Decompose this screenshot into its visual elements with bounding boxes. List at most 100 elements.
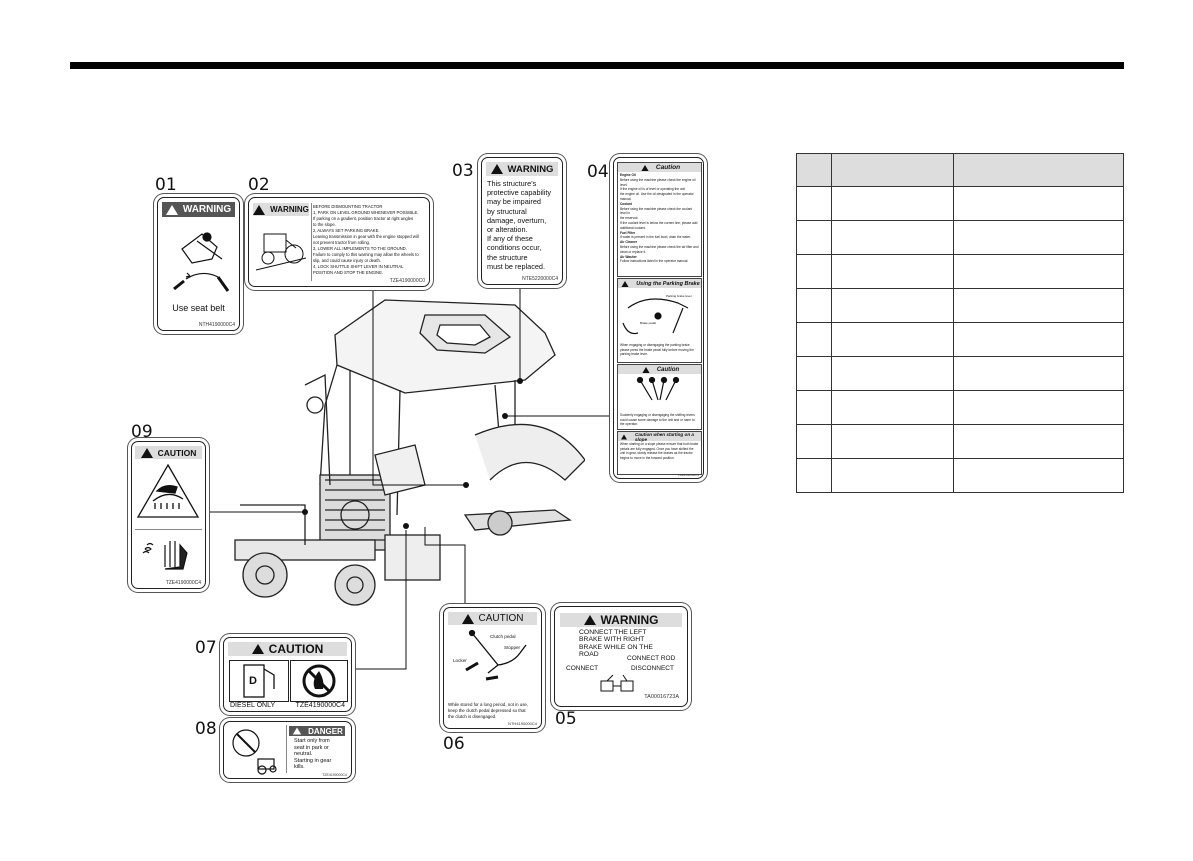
warning-triangle-icon <box>642 366 650 373</box>
table-cell <box>831 356 954 391</box>
table-cell <box>953 390 1124 425</box>
table-row <box>796 322 1124 357</box>
warning-triangle-icon <box>292 727 302 735</box>
table-cell <box>796 254 832 289</box>
table-cell <box>796 186 832 221</box>
decal-06-stopper-label: Stopper <box>504 645 521 650</box>
decal-06-clutch-label: Clutch pedal <box>490 634 516 639</box>
table-row <box>796 356 1124 391</box>
table-cell <box>953 458 1124 493</box>
table-row <box>796 390 1124 425</box>
decal-06-code: NTH4190000C4 <box>508 721 537 726</box>
table-row <box>796 220 1124 255</box>
table-cell <box>796 424 832 459</box>
table-cell <box>953 356 1124 391</box>
decal-06-text: While stored for a long period, not in u… <box>448 702 529 719</box>
table-cell <box>831 424 954 459</box>
shift-lever-icon <box>636 376 680 401</box>
label-table <box>796 153 1124 493</box>
callout-number-02: 02 <box>248 175 270 195</box>
table-cell <box>953 424 1124 459</box>
decal-04-section-4: Caution when starting on a slope When st… <box>617 431 702 475</box>
table-row <box>796 458 1124 493</box>
decal-04-sec1-header: Caution <box>618 163 701 172</box>
decal-04-sec3-header: Caution <box>618 365 701 374</box>
decal-01-caption: Use seat belt <box>172 303 225 313</box>
callout-number-07: 07 <box>195 638 217 658</box>
table-cell <box>831 254 954 289</box>
table-cell <box>796 356 832 391</box>
decal-04-sec3-text: Suddenly engaging or disengaging the shi… <box>620 413 695 426</box>
decal-04-sec2-text: When engaging or disengaging the parking… <box>620 343 694 356</box>
table-header-cell <box>796 153 832 187</box>
decal-04-sec2-header: Using the Parking Brake <box>618 279 701 288</box>
decal-05-connect-rod-label: CONNECT ROD <box>627 655 676 662</box>
table-cell <box>953 254 1124 289</box>
table-row <box>796 288 1124 323</box>
parking-brake-icon <box>622 298 689 335</box>
decal-07-diesel-only: DIESEL ONLY <box>230 702 276 709</box>
decal-04-section-3: Caution Suddenly engaging or disengaging… <box>617 364 702 430</box>
brake-pedal-icon <box>600 674 634 692</box>
table-cell <box>796 288 832 323</box>
decal-06-locker-label: Locker <box>453 658 467 663</box>
callout-number-01: 01 <box>155 175 177 195</box>
callout-number-04: 04 <box>587 162 609 182</box>
table-cell <box>796 390 832 425</box>
table-header-cell <box>831 153 954 187</box>
decal-07-fuel-letter: D <box>249 675 257 687</box>
hot-surface-icon <box>136 463 200 518</box>
callout-number-09: 09 <box>131 422 153 442</box>
table-cell <box>953 220 1124 255</box>
decal-04-sec4-header: Caution when starting on a slope <box>618 432 701 442</box>
table-cell <box>831 458 954 493</box>
callout-number-08: 08 <box>195 719 217 739</box>
warning-triangle-icon <box>253 204 266 215</box>
decal-07-code: TZE4190000C4 <box>295 702 345 709</box>
callout-number-06: 06 <box>443 734 465 754</box>
clutch-pedal-icon <box>465 629 527 681</box>
tractor-illustration <box>234 299 585 606</box>
warning-triangle-icon <box>490 164 503 174</box>
callout-number-03: 03 <box>452 161 474 181</box>
warning-triangle-icon <box>140 447 153 458</box>
callout-number-05: 05 <box>555 709 577 729</box>
warning-triangle-icon <box>621 280 629 287</box>
decal-09-header: CAUTION <box>135 446 202 459</box>
decal-05-connect-label: CONNECT <box>566 665 599 672</box>
decal-04-sec4-text: When starting on a slope please ensure t… <box>620 442 699 460</box>
decal-01-header: WARNING <box>162 202 235 217</box>
decal-01-code: NTH4190000C4 <box>198 322 235 328</box>
table-cell <box>831 220 954 255</box>
warning-triangle-icon <box>251 644 264 654</box>
decal-05-header: WARNING <box>560 613 682 627</box>
table-header-row <box>796 153 1124 187</box>
tractor-slope-icon <box>255 233 307 271</box>
warning-triangle-icon <box>641 164 649 171</box>
no-start-icon <box>232 729 277 775</box>
warning-triangle-icon <box>583 615 596 625</box>
decal-04-brake-lever-label: Parking brake lever <box>666 294 692 298</box>
decal-02-code: TZE4190000C0 <box>389 278 425 284</box>
warning-triangle-icon <box>621 434 627 439</box>
no-flame-icon <box>290 660 348 702</box>
top-rule <box>70 62 1124 69</box>
fuel-pump-icon: D <box>229 660 289 702</box>
decal-06-header: CAUTION <box>448 612 537 625</box>
decal-08-header: DANGER <box>289 726 345 736</box>
decal-04-code: TZE4190000C4 <box>677 473 699 477</box>
no-touch-hand-icon <box>142 541 188 570</box>
decal-07-header: CAUTION <box>228 642 347 656</box>
table-cell <box>831 288 954 323</box>
table-cell <box>831 322 954 357</box>
